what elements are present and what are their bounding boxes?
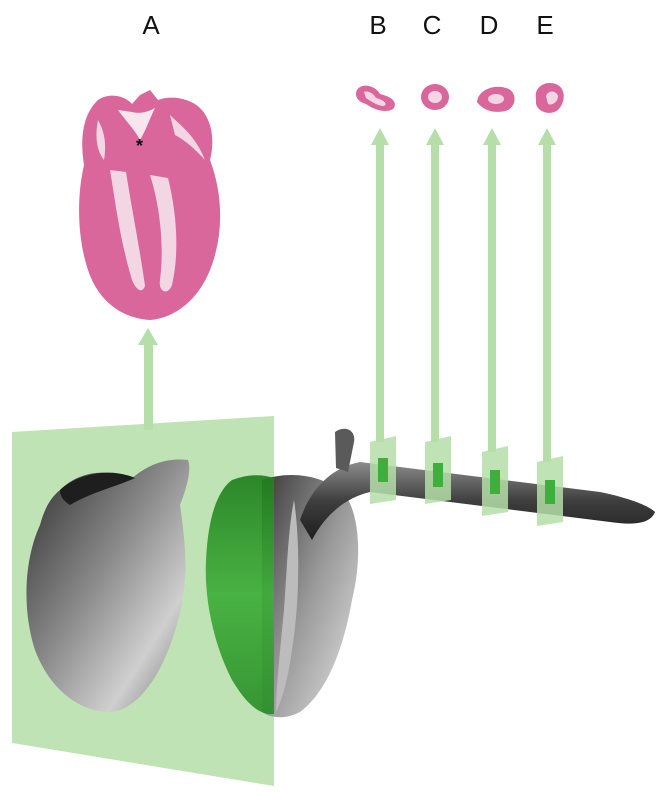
arrows-b-e	[371, 128, 556, 462]
panel-label-d: D	[469, 10, 509, 41]
panel-label-e: E	[525, 10, 565, 41]
panel-label-c: C	[412, 10, 452, 41]
arrow-a	[138, 328, 158, 430]
cross-section-e	[536, 83, 564, 113]
cross-section-d	[477, 87, 515, 112]
histology-section-a	[79, 90, 220, 320]
cross-section-c	[421, 84, 449, 110]
panel-label-a: A	[131, 10, 171, 41]
panel-label-b: B	[358, 10, 398, 41]
asterisk-marker: *	[136, 136, 143, 156]
cross-section-b	[356, 86, 395, 111]
